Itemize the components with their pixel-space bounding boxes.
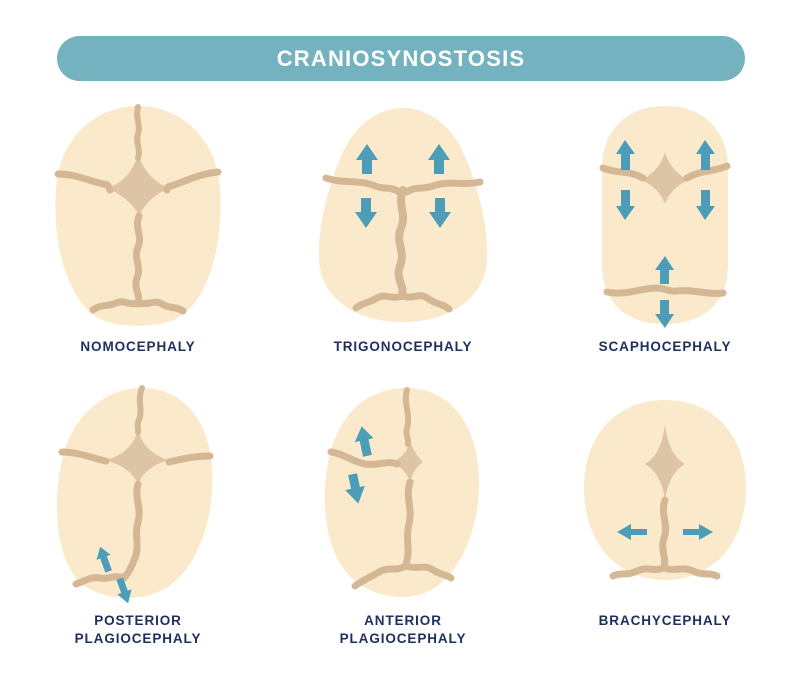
metopic-suture [134, 385, 145, 435]
lambdoid-suture-right [402, 562, 455, 582]
arrow-right [683, 524, 713, 540]
lambdoid-suture-left [609, 564, 668, 580]
coronal-suture-left [58, 448, 110, 465]
arrow-up-right [428, 144, 450, 174]
figure-posterior-plagiocephaly: POSTERIOR PLAGIOCEPHALY [38, 382, 238, 657]
figure-label-posterior-plagiocephaly: POSTERIOR PLAGIOCEPHALY [74, 613, 202, 646]
arrow-down-right [429, 198, 451, 228]
sagittal-suture [394, 186, 407, 300]
scaphocephaly-skull-diagram [599, 106, 731, 328]
arrow-down-diagonal [116, 577, 132, 604]
figure-label-scaphocephaly: SCAPHOCEPHALY [598, 339, 732, 354]
figure-label-anterior-plagiocephaly: ANTERIOR PLAGIOCEPHALY [339, 613, 467, 646]
sagittal-suture [659, 496, 670, 572]
page-title: CRANIOSYNOSTOSIS [276, 45, 526, 71]
lambdoid-suture-left [352, 292, 406, 312]
coronal-suture-right [683, 162, 731, 182]
anterior-fontanelle [106, 430, 168, 484]
anterior-fontanelle [645, 424, 685, 500]
figure-label-brachycephaly: BRACHYCEPHALY [598, 613, 732, 628]
coronal-suture-right [163, 168, 222, 194]
arrow-up-diagonal [354, 426, 374, 457]
coronal-suture-right [403, 178, 484, 196]
sagittal-suture [120, 480, 143, 582]
trigonocephaly-skull-diagram [318, 108, 488, 322]
arrow-up-left [616, 140, 635, 170]
arrow-down-diagonal [345, 473, 365, 504]
anterior-plagiocephaly-skull-diagram [324, 387, 480, 598]
figure-scaphocephaly: SCAPHOCEPHALY [565, 100, 765, 365]
metopic-suture [402, 387, 412, 447]
lambdoid-suture-left [351, 562, 410, 590]
coronal-suture-left [54, 170, 114, 194]
coronal-suture-left [327, 448, 401, 468]
figure-label-trigonocephaly: TRIGONOCEPHALY [333, 339, 473, 354]
nomocephaly-skull-diagram [54, 104, 222, 326]
metopic-suture [134, 104, 142, 161]
posterior-plagiocephaly-skull-diagram [56, 385, 214, 604]
brachycephaly-skull-diagram [583, 400, 747, 580]
anterior-fontanelle [107, 155, 169, 216]
figure-trigonocephaly: TRIGONOCEPHALY [303, 100, 503, 365]
arrow-up-left [356, 144, 378, 174]
coronal-suture-right [165, 452, 214, 466]
lambdoid-suture-right [398, 292, 453, 313]
coronal-suture-left [599, 164, 647, 182]
arrow-down-right [696, 190, 715, 220]
figure-brachycephaly: BRACHYCEPHALY [565, 382, 765, 657]
anterior-fontanelle [393, 442, 423, 482]
lambdoid-suture-right [660, 564, 721, 580]
lambdoid-suture [603, 284, 727, 297]
lambdoid-suture-left [89, 298, 142, 314]
coronal-suture-left [322, 174, 403, 196]
figure-anterior-plagiocephaly: ANTERIOR PLAGIOCEPHALY [303, 382, 503, 657]
sagittal-suture [132, 212, 144, 308]
arrow-left [617, 524, 647, 540]
lambdoid-suture-right [134, 298, 187, 315]
arrow-up-diagonal [96, 546, 112, 573]
figure-nomocephaly: NOMOCEPHALY [38, 100, 238, 365]
arrow-down-left [355, 198, 377, 228]
arrow-down-bottom [655, 300, 674, 328]
arrow-up-bottom [655, 256, 674, 284]
title-banner: CRANIOSYNOSTOSIS [57, 36, 745, 81]
anterior-fontanelle [641, 152, 689, 204]
sagittal-suture [402, 478, 414, 568]
lambdoid-suture-left [72, 573, 128, 588]
arrow-up-right [696, 140, 715, 170]
skull-outline [602, 106, 728, 324]
figure-label-nomocephaly: NOMOCEPHALY [80, 339, 196, 354]
arrow-down-left [616, 190, 635, 220]
